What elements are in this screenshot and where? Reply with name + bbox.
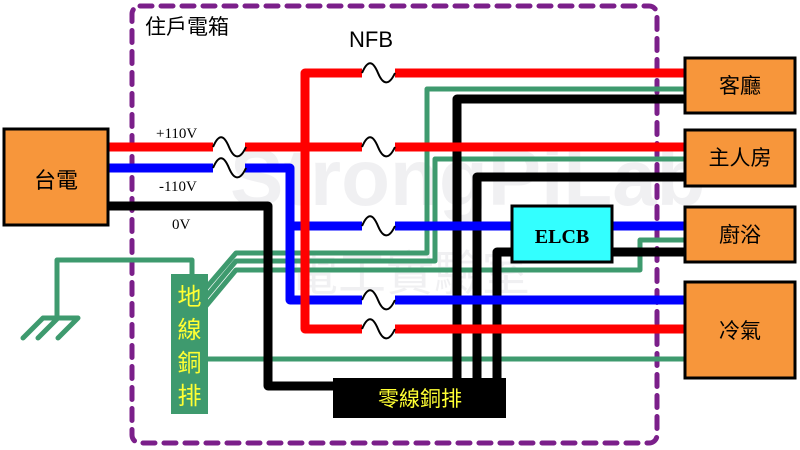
power-company-box: 台電 bbox=[2, 127, 110, 227]
ground-wire-master bbox=[204, 156, 690, 299]
ground-wire-kitchen bbox=[204, 237, 690, 308]
nfb-label: NFB bbox=[349, 27, 393, 52]
load-kitchen-bath: 廚浴 bbox=[683, 205, 797, 264]
neutral-living bbox=[452, 94, 690, 382]
breaker-symbol bbox=[361, 62, 396, 84]
breaker-symbol bbox=[212, 157, 247, 179]
label-minus-110v: -110V bbox=[159, 179, 197, 195]
load-label: 廚浴 bbox=[719, 223, 761, 247]
neutral-elcb bbox=[492, 247, 514, 382]
power-company-label: 台電 bbox=[34, 169, 78, 194]
breakers bbox=[212, 62, 396, 340]
ground-bar-char: 銅 bbox=[178, 349, 202, 377]
neutral-main bbox=[108, 201, 340, 391]
breaker-symbol bbox=[212, 136, 247, 158]
plus-110v-wires bbox=[108, 68, 690, 334]
breaker-symbol bbox=[361, 318, 396, 340]
breaker-symbol bbox=[361, 289, 396, 311]
ground-bar-char: 排 bbox=[178, 382, 202, 410]
earth-symbol bbox=[20, 315, 81, 341]
ground-bar-char: 線 bbox=[178, 316, 202, 344]
ground-wire-living bbox=[204, 86, 690, 290]
load-label: 冷氣 bbox=[719, 319, 761, 343]
neutral-bus-bar: 零線銅排 bbox=[333, 378, 506, 418]
elcb-box: ELCB bbox=[510, 204, 614, 264]
enclosure-title: 住戶電箱 bbox=[145, 15, 229, 39]
ground-wires bbox=[20, 86, 690, 362]
distribution-box-enclosure bbox=[129, 3, 660, 446]
elcb-label: ELCB bbox=[535, 226, 589, 248]
neutral-bar-label: 零線銅排 bbox=[378, 387, 462, 411]
label-0v: 0V bbox=[172, 217, 191, 233]
load-air-conditioner: 冷氣 bbox=[683, 280, 797, 380]
breaker-symbol bbox=[361, 136, 396, 158]
load-label: 客廳 bbox=[719, 74, 761, 98]
load-living-room: 客廳 bbox=[683, 56, 797, 115]
ground-bar-char: 地 bbox=[178, 283, 202, 311]
breaker-symbol bbox=[361, 215, 396, 237]
load-label: 主人房 bbox=[709, 146, 772, 170]
label-plus-110v: +110V bbox=[156, 126, 197, 142]
minus-110v-wires bbox=[108, 163, 690, 305]
load-master-bedroom: 主人房 bbox=[683, 128, 797, 188]
ground-bus-bar: 地 線 銅 排 bbox=[171, 274, 208, 414]
neutral-master bbox=[472, 172, 690, 382]
earth-wire bbox=[54, 257, 195, 318]
neutral-wires bbox=[108, 94, 690, 391]
